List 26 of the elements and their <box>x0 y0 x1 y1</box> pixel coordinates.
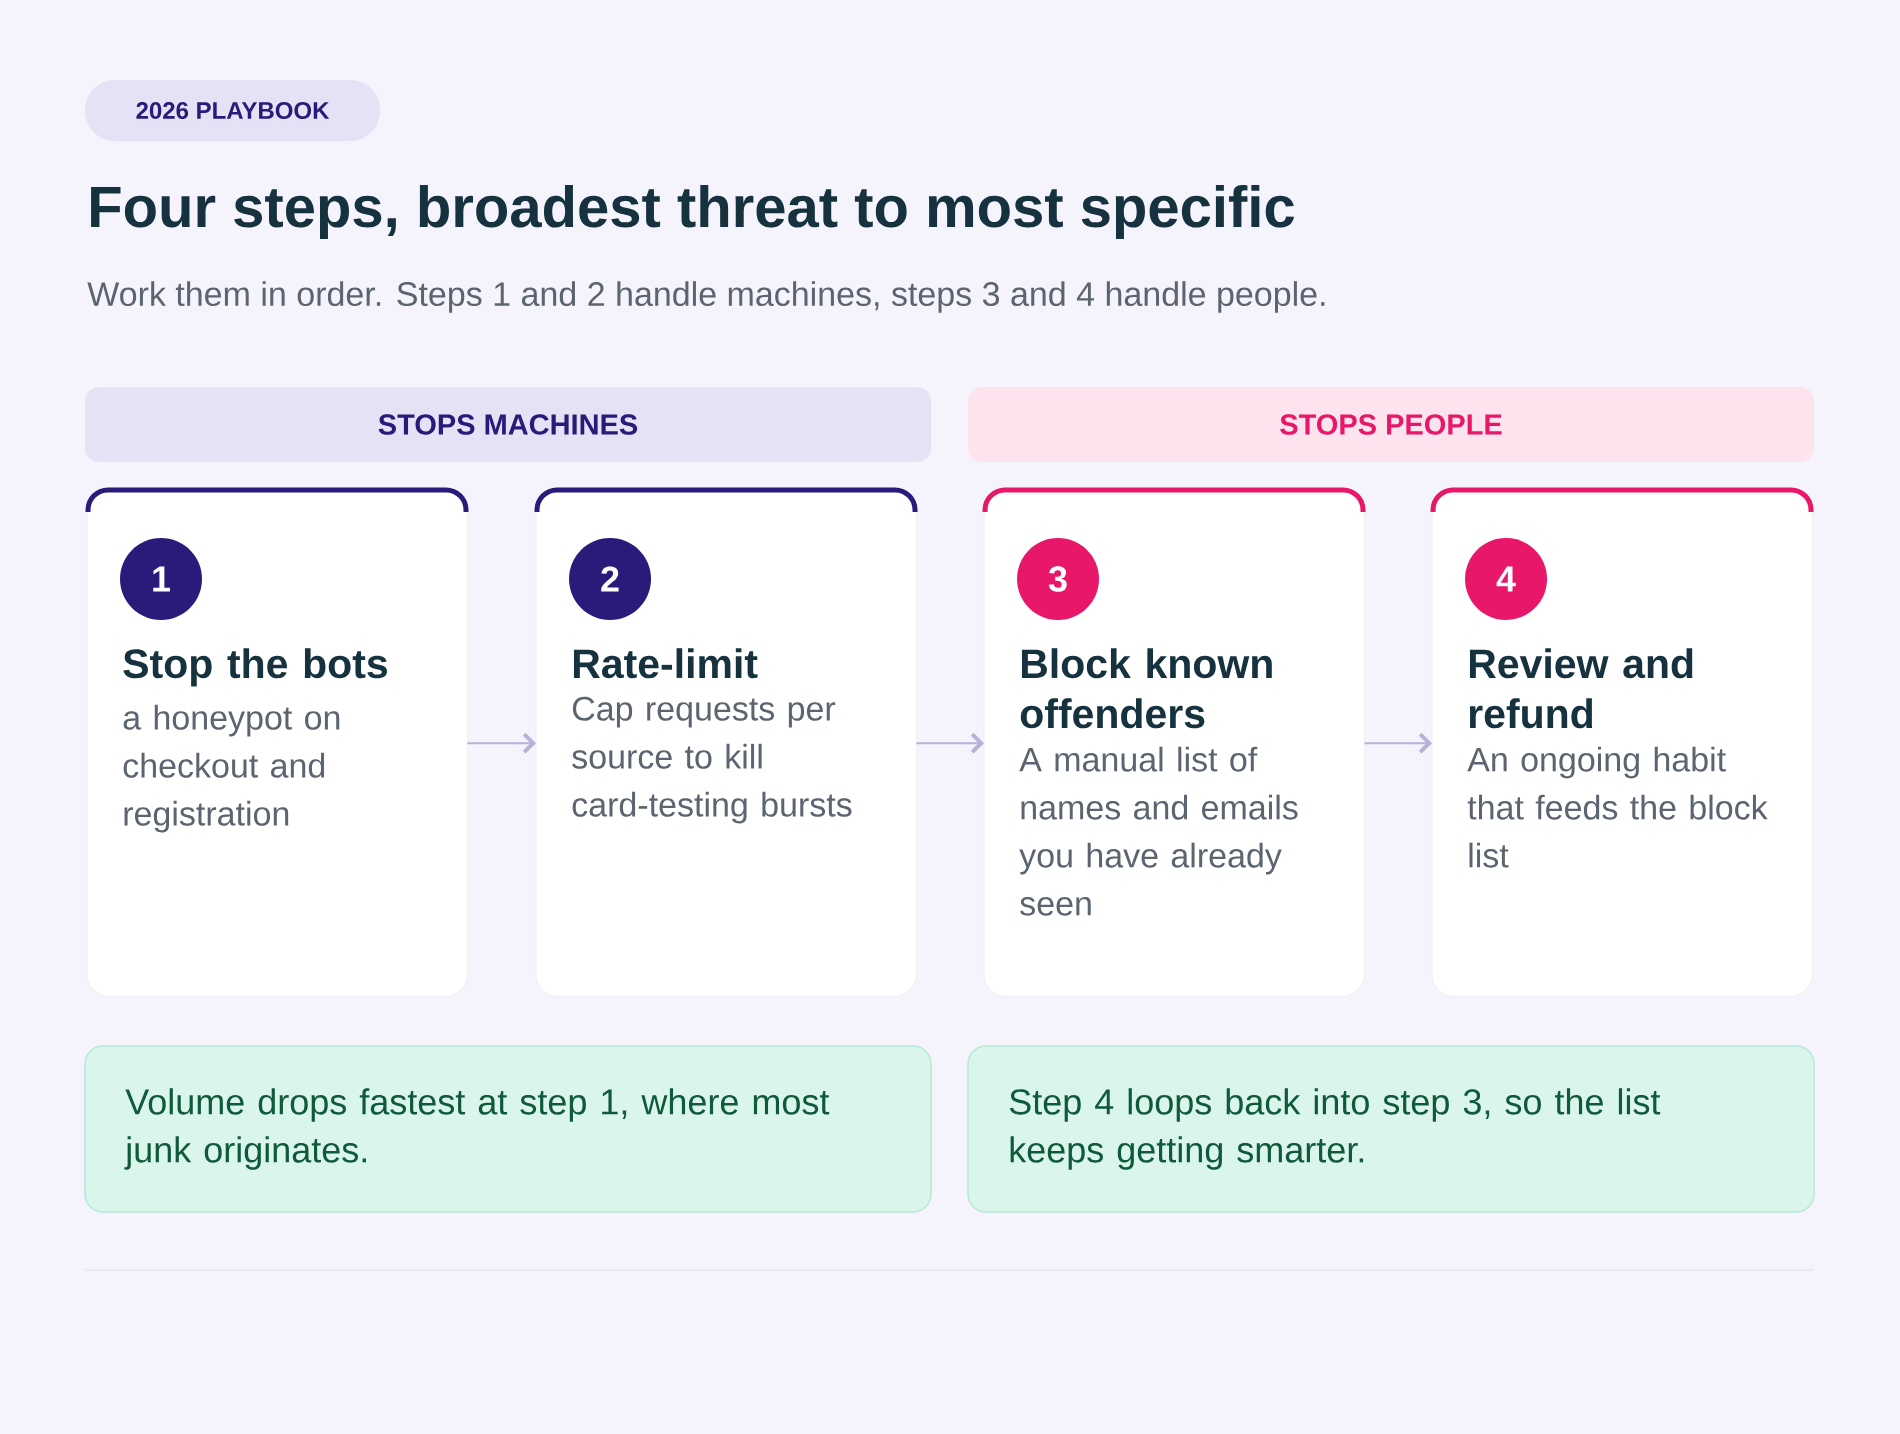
step-heading: Rate-limit <box>573 648 758 679</box>
note-box: Step 4 loops back into step 3, so the list keeps getting smarter. <box>967 1045 1815 1213</box>
note-box: Volume drops fastest at step 1, where most junk originates. <box>84 1045 932 1213</box>
step-number: 2 <box>569 538 651 620</box>
step-heading: Review and refund <box>1469 648 1693 729</box>
step-description: An ongoing habit that feeds the block list <box>1467 746 1768 868</box>
step-number: 4 <box>1465 538 1547 620</box>
step-description: Cap requests per source to kill card-testing bursts <box>572 696 852 824</box>
chevron-arrow <box>466 732 536 754</box>
title: Four steps, broadest threat to most specific <box>91 184 1294 239</box>
step-card <box>1430 487 1814 997</box>
step-heading: Stop the bots <box>123 648 387 687</box>
step-heading: Block known offenders <box>1020 648 1272 729</box>
chevron-arrow <box>915 732 984 754</box>
step-description: a honeypot on checkout and registration <box>123 704 340 833</box>
step-card <box>85 487 469 997</box>
tag-badge: 2026 PLAYBOOK <box>85 80 380 141</box>
step-number: 1 <box>120 538 202 620</box>
step-card <box>534 487 918 997</box>
step-number: 3 <box>1017 538 1099 620</box>
group-band: STOPS MACHINES <box>85 387 931 462</box>
chevron-arrow <box>1363 732 1432 754</box>
step-card <box>982 487 1366 997</box>
group-band: STOPS PEOPLE <box>968 387 1814 462</box>
subtitle: Work them in order. Steps 1 and 2 handle machines, steps 3 and 4 handle people. <box>87 281 1325 313</box>
step-description: A manual list of names and emails you have already seen <box>1019 746 1298 916</box>
